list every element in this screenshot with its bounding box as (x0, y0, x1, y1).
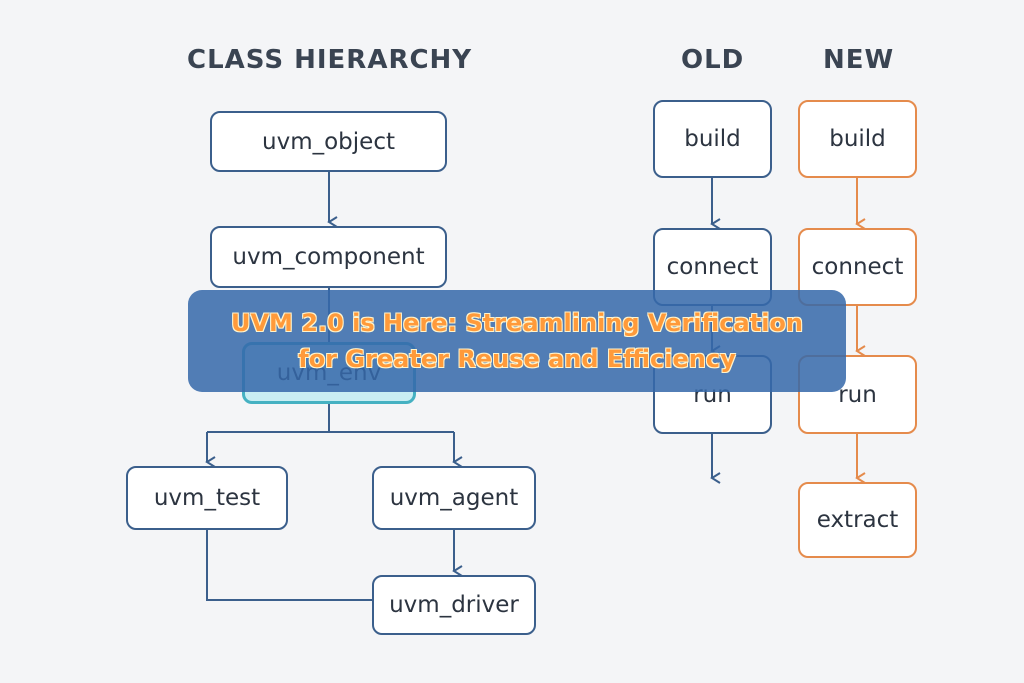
node-uvm-driver: uvm_driver (372, 575, 536, 635)
class-hierarchy-heading: CLASS HIERARCHY (187, 45, 473, 75)
node-uvm-test: uvm_test (126, 466, 288, 530)
old-step-build: build (653, 100, 772, 178)
new-heading: NEW (823, 45, 895, 75)
old-heading: OLD (681, 45, 745, 75)
node-uvm-component: uvm_component (210, 226, 447, 288)
new-step-build: build (798, 100, 917, 178)
title-banner: UVM 2.0 is Here: Streamlining Verificati… (188, 290, 846, 392)
banner-title-line-2: for Greater Reuse and Efficiency (298, 345, 736, 373)
node-uvm-object: uvm_object (210, 111, 447, 172)
new-step-extract: extract (798, 482, 917, 558)
line-test-to-driver (206, 530, 372, 601)
banner-title-line-1: UVM 2.0 is Here: Streamlining Verificati… (230, 309, 803, 337)
node-uvm-agent: uvm_agent (372, 466, 536, 530)
